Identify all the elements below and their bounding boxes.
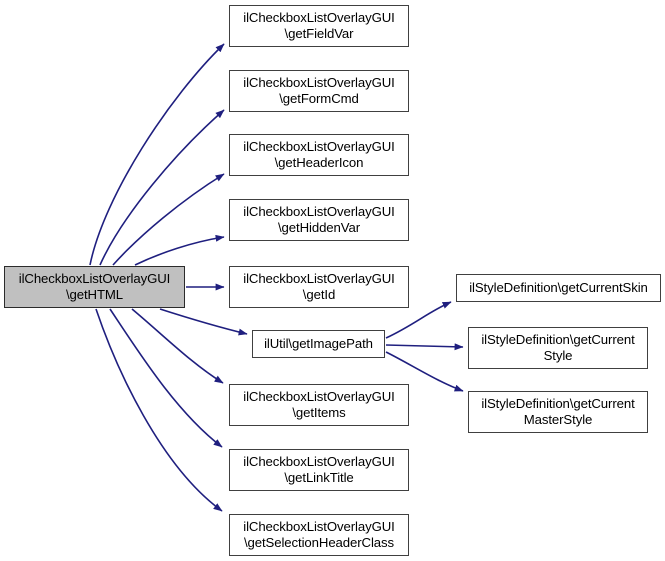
edge-root-to-getHeaderIcon bbox=[112, 173, 225, 266]
node-getImagePath[interactable]: ilUtil\getImagePath bbox=[252, 330, 385, 358]
node-getFieldVar-label: ilCheckboxListOverlayGUI \getFieldVar bbox=[243, 10, 395, 41]
node-getLinkTitle[interactable]: ilCheckboxListOverlayGUI \getLinkTitle bbox=[229, 449, 409, 491]
edge-root-to-getFieldVar bbox=[89, 43, 225, 266]
node-getLinkTitle-label: ilCheckboxListOverlayGUI \getLinkTitle bbox=[243, 454, 395, 485]
node-getFormCmd-label: ilCheckboxListOverlayGUI \getFormCmd bbox=[243, 75, 395, 106]
edge-root-to-getImagePath bbox=[159, 308, 248, 336]
edge-root-to-getSelectionHeaderClass bbox=[95, 308, 223, 512]
node-getCurrentStyle[interactable]: ilStyleDefinition\getCurrent Style bbox=[468, 327, 648, 369]
node-getCurrentStyle-label: ilStyleDefinition\getCurrent Style bbox=[481, 332, 635, 363]
edge-root-to-getItems bbox=[131, 308, 224, 384]
node-getSelectionHeaderClass[interactable]: ilCheckboxListOverlayGUI \getSelectionHe… bbox=[229, 514, 409, 556]
node-getItems-label: ilCheckboxListOverlayGUI \getItems bbox=[243, 389, 395, 420]
edge-root-to-getFormCmd bbox=[99, 109, 225, 266]
node-getCurrentSkin[interactable]: ilStyleDefinition\getCurrentSkin bbox=[456, 274, 661, 302]
node-getHiddenVar[interactable]: ilCheckboxListOverlayGUI \getHiddenVar bbox=[229, 199, 409, 241]
node-getHiddenVar-label: ilCheckboxListOverlayGUI \getHiddenVar bbox=[243, 204, 395, 235]
node-getSelectionHeaderClass-label: ilCheckboxListOverlayGUI \getSelectionHe… bbox=[243, 519, 395, 550]
node-getFieldVar[interactable]: ilCheckboxListOverlayGUI \getFieldVar bbox=[229, 5, 409, 47]
node-getImagePath-label: ilUtil\getImagePath bbox=[264, 336, 373, 352]
node-getHeaderIcon[interactable]: ilCheckboxListOverlayGUI \getHeaderIcon bbox=[229, 134, 409, 176]
node-getCurrentSkin-label: ilStyleDefinition\getCurrentSkin bbox=[469, 280, 648, 296]
edge-root-to-getHiddenVar bbox=[134, 234, 225, 266]
node-root-label: ilCheckboxListOverlayGUI \getHTML bbox=[18, 271, 171, 302]
edge-root-to-getLinkTitle bbox=[109, 308, 223, 448]
node-getCurrentMasterStyle-label: ilStyleDefinition\getCurrent MasterStyle bbox=[481, 396, 635, 427]
node-root[interactable]: ilCheckboxListOverlayGUI \getHTML bbox=[4, 266, 185, 308]
node-getId[interactable]: ilCheckboxListOverlayGUI \getId bbox=[229, 266, 409, 308]
node-getId-label: ilCheckboxListOverlayGUI \getId bbox=[243, 271, 395, 302]
edge-getImagePath-to-getCurrentStyle bbox=[385, 343, 464, 351]
node-getFormCmd[interactable]: ilCheckboxListOverlayGUI \getFormCmd bbox=[229, 70, 409, 112]
node-getCurrentMasterStyle[interactable]: ilStyleDefinition\getCurrent MasterStyle bbox=[468, 391, 648, 433]
node-getHeaderIcon-label: ilCheckboxListOverlayGUI \getHeaderIcon bbox=[243, 139, 395, 170]
node-getItems[interactable]: ilCheckboxListOverlayGUI \getItems bbox=[229, 384, 409, 426]
